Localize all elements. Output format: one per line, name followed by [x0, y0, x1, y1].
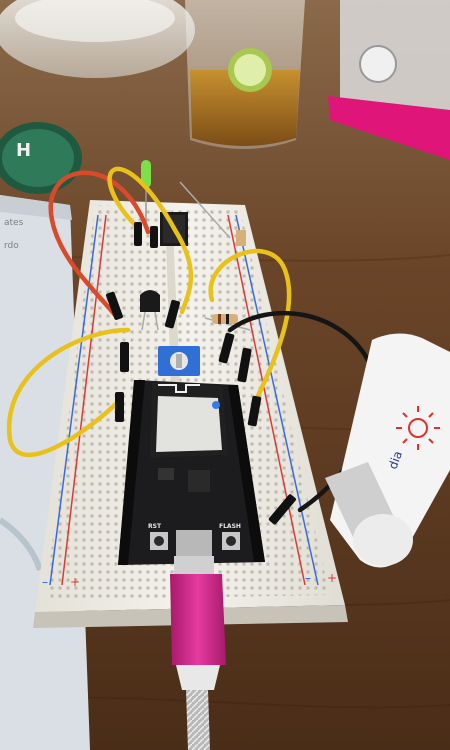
svg-text:H: H: [16, 140, 31, 161]
flash-button[interactable]: [222, 532, 240, 550]
micro-usb-port: [176, 530, 212, 556]
usb-uart-chip: [188, 470, 210, 492]
nodemcu-board: FLASH RST: [118, 380, 265, 565]
yellow-jumper-wire-top: [107, 166, 194, 315]
antenna-trace: [158, 384, 200, 393]
rail-red-right: [227, 214, 306, 586]
braided-cord: [186, 690, 210, 750]
glass-bowl: [0, 0, 195, 78]
lighter-brand-text: dia: [386, 449, 405, 471]
drink-glass: [185, 0, 305, 149]
rail-plus-left-label: +: [70, 575, 80, 589]
rail-plus-right-label: +: [327, 571, 337, 585]
rst-label: RST: [148, 523, 162, 530]
sun-logo-icon: [396, 406, 440, 450]
regulator-chip: [158, 468, 174, 480]
coaster: H: [0, 122, 82, 194]
rail-blue-right: [235, 214, 319, 586]
rail-red-left: [61, 214, 107, 586]
flash-label: FLASH: [219, 523, 241, 530]
yellow-jumper-wire-right: [208, 248, 292, 403]
rail-minus-left-label: –: [42, 575, 48, 589]
transistor: [140, 290, 160, 331]
rail-minus-right-label: –: [305, 571, 311, 585]
jumper-connectors: [106, 222, 296, 525]
rst-button[interactable]: [150, 532, 168, 550]
svg-text:rdo: rdo: [4, 241, 19, 251]
lighter: dia: [325, 333, 450, 568]
potentiometer: [158, 346, 200, 376]
rail-blue-left: [49, 214, 99, 586]
onboard-led: [212, 401, 220, 409]
resistor-top: [179, 181, 246, 246]
esp-wifi-module: [150, 382, 228, 458]
usb-cable[interactable]: [170, 556, 226, 750]
resistor-middle: [204, 314, 251, 331]
svg-text:ates: ates: [4, 218, 24, 228]
yellow-jumper-wire-left: [6, 327, 131, 458]
red-jumper-wire: [48, 170, 151, 318]
plastic-container: [328, 0, 450, 160]
